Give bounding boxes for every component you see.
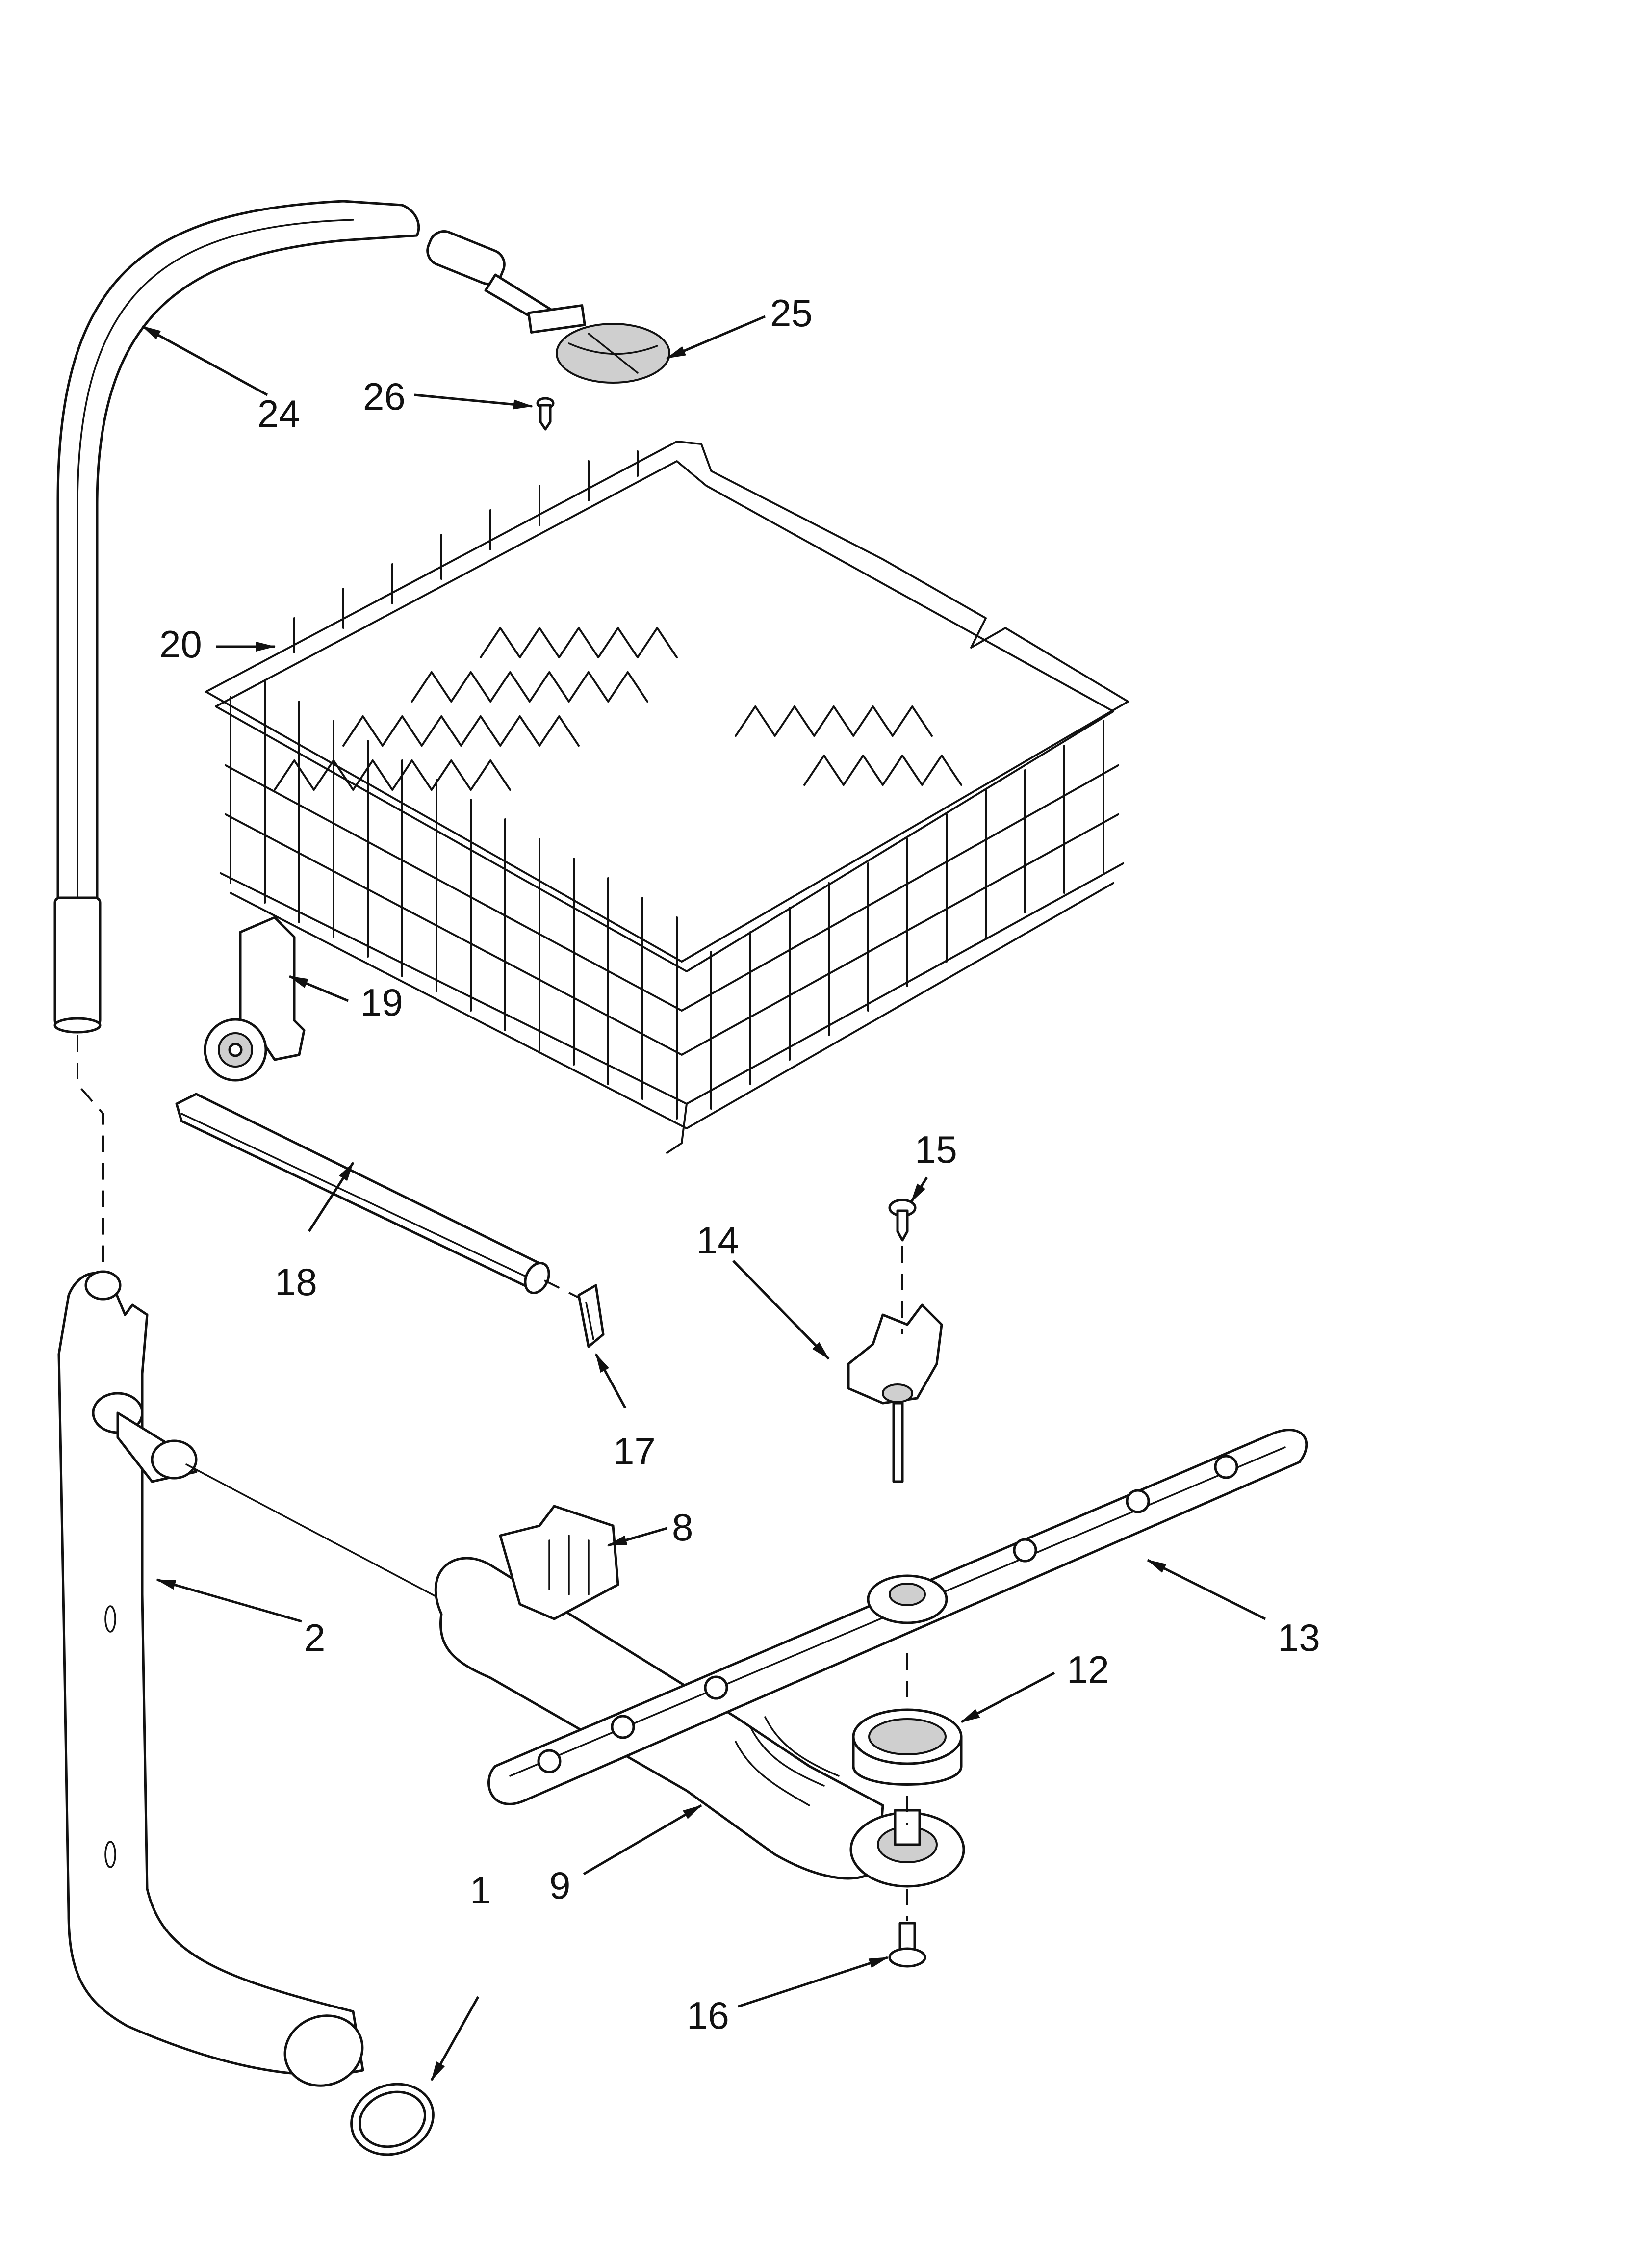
part-8-clip	[499, 1505, 619, 1620]
callout-14: 14	[696, 1219, 739, 1262]
part-25-upper-spray-head	[426, 230, 670, 384]
part-20-upper-dishrack	[205, 441, 1129, 1154]
callout-25: 25	[770, 291, 813, 335]
assembly-line-15-to-12	[901, 1246, 908, 1825]
part-18-rack-track	[175, 1093, 550, 1294]
callout-15: 15	[915, 1128, 957, 1171]
callout-20: 20	[159, 623, 202, 666]
callout-26: 26	[363, 375, 406, 418]
part-13-lower-spray-arm	[487, 1429, 1308, 1805]
callout-2: 2	[304, 1616, 325, 1659]
part-14-tower-hub	[847, 1303, 943, 1483]
callout-18: 18	[275, 1260, 317, 1303]
part-2-manifold	[57, 1270, 364, 2087]
part-15-screw	[888, 1199, 917, 1242]
callout-12: 12	[1067, 1648, 1109, 1691]
callout-16: 16	[687, 1994, 729, 2037]
part-12-bearing-ring	[852, 1708, 963, 1786]
callout-8: 8	[672, 1506, 693, 1549]
callout-17: 17	[613, 1430, 656, 1473]
part-24-upper-supply-tube	[53, 200, 420, 1034]
callout-13: 13	[1278, 1616, 1320, 1659]
part-26-screw	[536, 397, 555, 431]
callout-1: 1	[470, 1869, 491, 1912]
assembly-line-24-to-2	[77, 1035, 104, 1266]
part-1-o-ring	[350, 2083, 435, 2156]
connector-2-to-9	[185, 1463, 442, 1600]
assembly-line-18-to-17	[544, 1279, 579, 1299]
part-19-rack-roller	[204, 916, 306, 1082]
callout-24: 24	[257, 392, 300, 435]
callout-19: 19	[360, 981, 403, 1024]
part-17-track-stop	[577, 1284, 605, 1348]
leader-lines	[141, 315, 1266, 2081]
callout-9: 9	[549, 1864, 570, 1907]
part-16-screw	[888, 1922, 926, 1968]
